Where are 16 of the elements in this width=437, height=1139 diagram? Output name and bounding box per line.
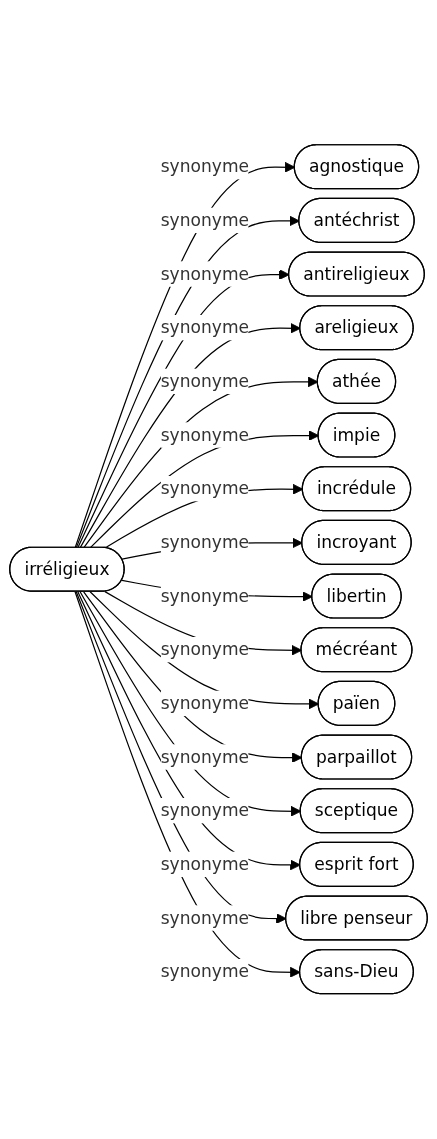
edge-label: synonyme [160, 317, 250, 338]
edge-label: synonyme [160, 746, 250, 767]
edge-label: synonyme [160, 693, 250, 713]
edge-label: synonyme [160, 532, 250, 552]
edge-label: synonyme [160, 961, 250, 982]
edge-label: synonyme [160, 854, 250, 874]
edge-label: synonyme [160, 800, 250, 821]
edge-label: synonyme [160, 424, 250, 445]
edge-label: synonyme [160, 585, 250, 606]
edge-label: synonyme [160, 263, 250, 284]
edge-label: synonyme [160, 371, 250, 391]
edge-label: synonyme [160, 210, 250, 230]
edge-label: synonyme [160, 156, 250, 177]
edge-label: synonyme [160, 907, 250, 928]
edge-label: synonyme [160, 478, 250, 499]
edge-label: synonyme [160, 639, 250, 660]
